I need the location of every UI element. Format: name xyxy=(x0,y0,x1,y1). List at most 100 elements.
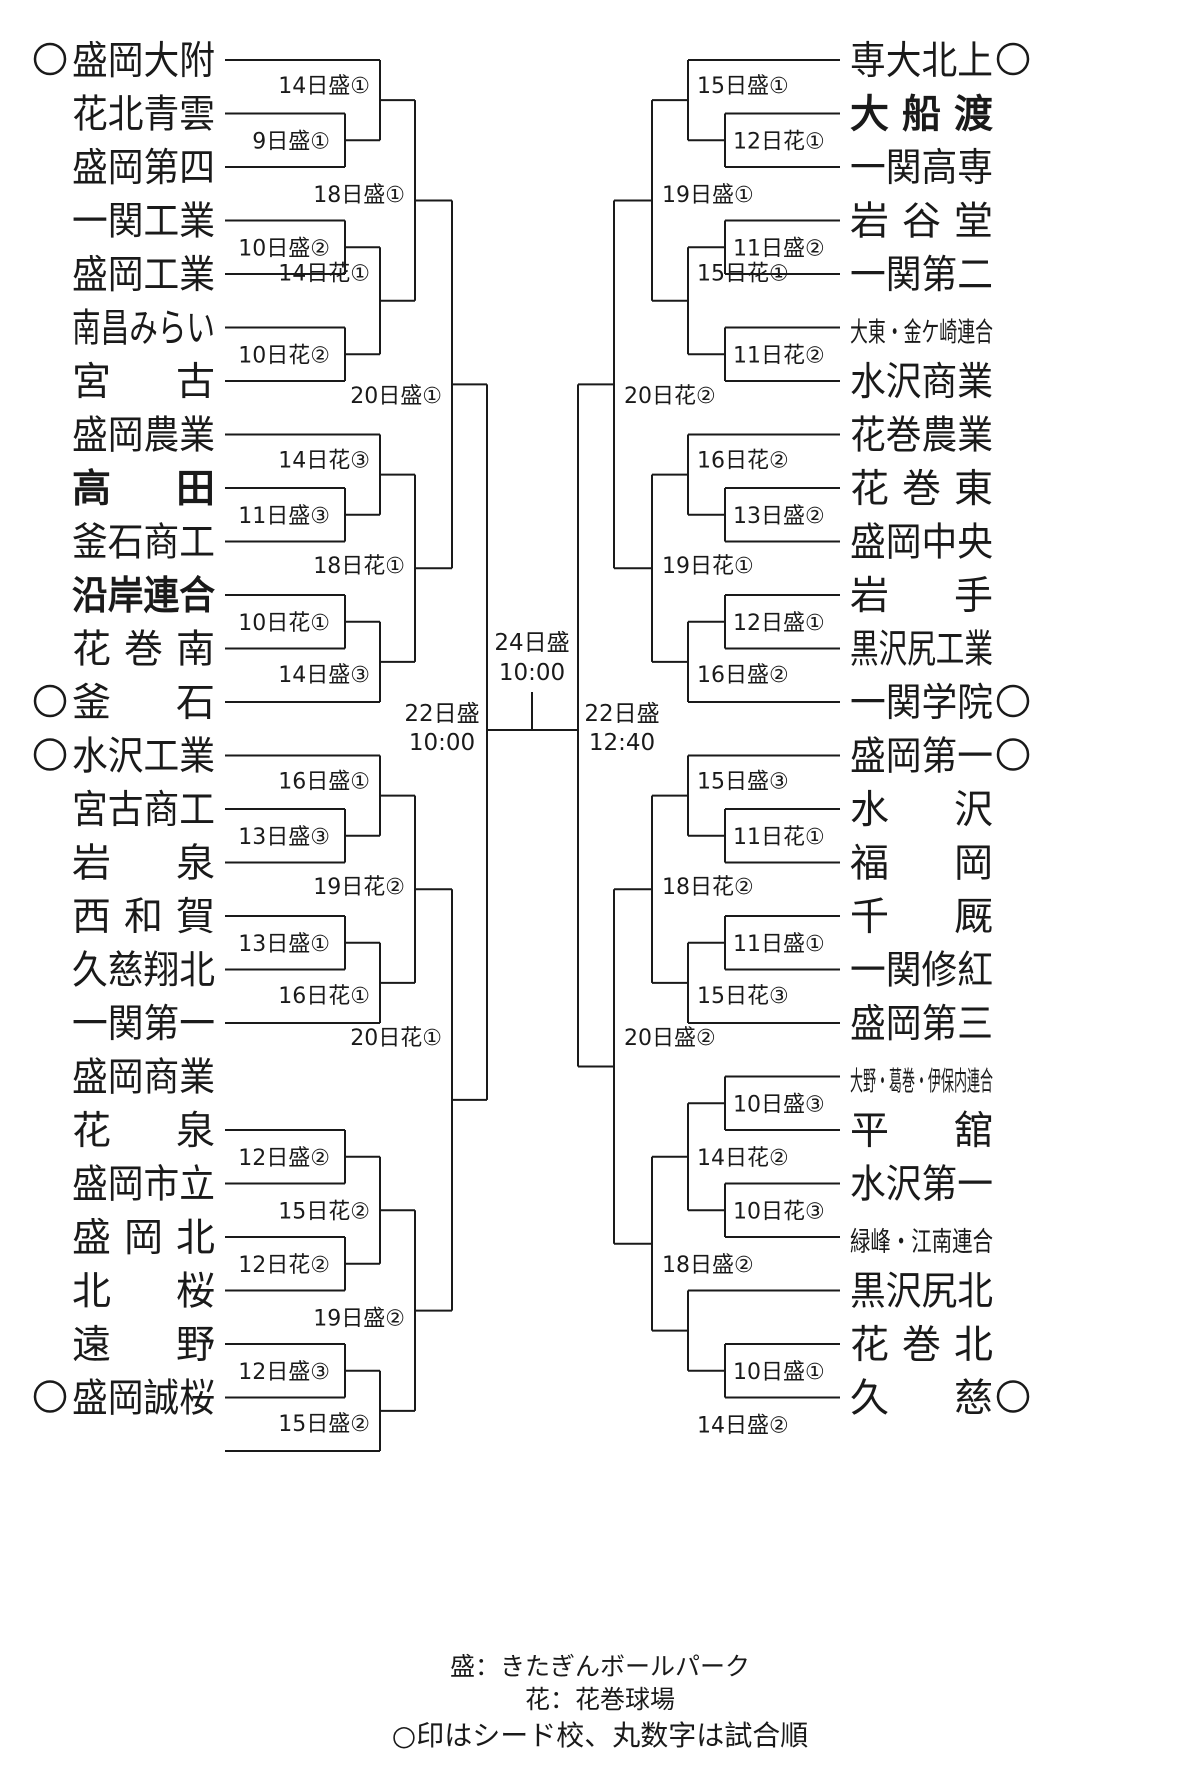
final-day: 24日盛 xyxy=(494,630,569,656)
match-label: 18日盛② xyxy=(662,1253,754,1278)
team-name: 盛岡農業 xyxy=(72,414,215,459)
match-label: 20日盛② xyxy=(624,1026,716,1051)
final-time: 10:00 xyxy=(499,660,565,686)
team-name: 一関修紅 xyxy=(850,949,993,994)
semifinal-right-time: 12:40 xyxy=(589,730,655,756)
match-label: 15日花② xyxy=(278,1200,370,1225)
team-name: 盛岡工業 xyxy=(72,253,215,298)
team-name: 水沢第一 xyxy=(850,1163,993,1208)
team-name: 岩 手 xyxy=(850,574,993,619)
match-label: 18日花② xyxy=(662,875,754,900)
seed-mark-icon xyxy=(996,738,1030,771)
team-name: 大東・金ケ崎連合 xyxy=(850,318,993,349)
semifinal-left-day: 22日盛 xyxy=(404,701,479,727)
team-name: 盛岡市立 xyxy=(72,1163,215,1208)
match-label: 14日盛② xyxy=(697,1414,789,1439)
team-name: 遠 野 xyxy=(72,1323,215,1368)
match-label: 13日盛① xyxy=(238,932,330,957)
seed-mark-icon xyxy=(33,738,67,771)
team-name: 盛岡商業 xyxy=(72,1056,215,1101)
match-label: 15日花① xyxy=(697,261,789,286)
legend-venue-hanamaki: 花：花巻球場 xyxy=(524,1685,675,1714)
match-label: 11日盛② xyxy=(733,236,825,261)
team-name: 千 厩 xyxy=(850,895,993,940)
match-label: 14日花① xyxy=(278,261,370,286)
team-name: 一関工業 xyxy=(72,200,215,245)
match-label: 16日花② xyxy=(697,449,789,474)
match-label: 12日盛② xyxy=(238,1146,330,1171)
team-name: 花巻北 xyxy=(850,1323,993,1368)
team-name: 一関第一 xyxy=(72,1002,215,1047)
team-name: 一関学院 xyxy=(850,681,993,726)
seed-mark-icon xyxy=(33,42,67,76)
team-name: 黒沢尻北 xyxy=(850,1270,993,1315)
match-label: 10日盛① xyxy=(733,1360,825,1385)
team-name: 福 岡 xyxy=(850,842,993,887)
seed-mark-icon xyxy=(996,684,1030,718)
team-name: 水沢工業 xyxy=(72,735,215,780)
match-label: 13日盛② xyxy=(733,504,825,529)
match-label: 20日盛① xyxy=(350,384,442,409)
team-name: 高 田 xyxy=(72,467,215,512)
team-name: 盛岡大附 xyxy=(72,39,215,84)
match-label: 14日盛③ xyxy=(278,663,370,688)
team-name: 花北青雲 xyxy=(72,93,215,138)
match-label: 12日花② xyxy=(238,1253,330,1278)
semifinal-right-day: 22日盛 xyxy=(584,701,659,727)
team-name: 盛岡中央 xyxy=(850,521,993,566)
team-name: 水 沢 xyxy=(850,788,993,833)
team-name: 岩 泉 xyxy=(72,842,215,887)
seed-mark-icon xyxy=(996,1380,1030,1413)
team-name: 沿岸連合 xyxy=(72,574,215,619)
match-label: 10日花② xyxy=(238,343,330,368)
team-name: 岩谷堂 xyxy=(850,200,993,245)
match-label: 19日花② xyxy=(313,875,405,900)
match-label: 10日花① xyxy=(238,611,330,636)
match-label: 15日花③ xyxy=(697,984,789,1009)
match-label: 10日花③ xyxy=(733,1199,825,1224)
legend-venue-kitagin: 盛：きたぎんボールパーク xyxy=(449,1652,750,1681)
team-name: 盛岡北 xyxy=(72,1216,215,1261)
team-name: 久 慈 xyxy=(850,1377,993,1422)
match-label: 11日盛③ xyxy=(238,504,330,529)
team-name: 花巻南 xyxy=(72,628,215,673)
team-name: 一関高専 xyxy=(850,146,993,191)
team-name: 大野・葛巻・伊保内連合 xyxy=(850,1067,993,1098)
team-name: 久慈翔北 xyxy=(72,949,215,994)
match-label: 19日花① xyxy=(662,554,754,579)
legend-seed-note: ○印はシード校、丸数字は試合順 xyxy=(391,1719,809,1752)
seed-mark-icon xyxy=(996,42,1030,76)
match-label: 10日盛③ xyxy=(733,1092,825,1117)
team-name: 大船渡 xyxy=(850,93,993,138)
match-label: 9日盛① xyxy=(252,129,330,154)
match-label: 16日盛② xyxy=(697,663,789,688)
match-label: 11日花② xyxy=(733,343,825,368)
team-name: 釜 石 xyxy=(72,681,215,726)
match-label: 20日花② xyxy=(624,384,716,409)
match-label: 16日盛① xyxy=(278,770,370,795)
team-name: 宮 古 xyxy=(72,360,215,405)
match-label: 19日盛① xyxy=(662,183,754,208)
team-name: 平 舘 xyxy=(850,1109,993,1154)
match-label: 11日盛① xyxy=(733,932,825,957)
team-name: 水沢商業 xyxy=(850,360,993,405)
team-name: 盛岡第四 xyxy=(72,146,215,191)
team-name: 盛岡第一 xyxy=(850,735,993,780)
team-name: 花 泉 xyxy=(72,1109,215,1154)
team-name: 西和賀 xyxy=(72,895,215,940)
team-name: 南昌みらい xyxy=(72,307,215,352)
team-name: 黒沢尻工業 xyxy=(850,628,993,673)
match-label: 12日花① xyxy=(733,129,825,154)
team-name: 花巻東 xyxy=(850,467,993,512)
team-name: 一関第二 xyxy=(850,253,993,298)
match-label: 15日盛① xyxy=(697,74,789,99)
seed-mark-icon xyxy=(33,1380,67,1413)
semifinal-left-time: 10:00 xyxy=(409,730,475,756)
match-label: 14日盛① xyxy=(278,74,370,99)
team-name: 北 桜 xyxy=(72,1270,215,1315)
match-label: 18日花① xyxy=(313,554,405,579)
team-name: 釜石商工 xyxy=(72,521,215,566)
team-name: 宮古商工 xyxy=(72,788,215,833)
team-name: 盛岡第三 xyxy=(850,1002,993,1047)
